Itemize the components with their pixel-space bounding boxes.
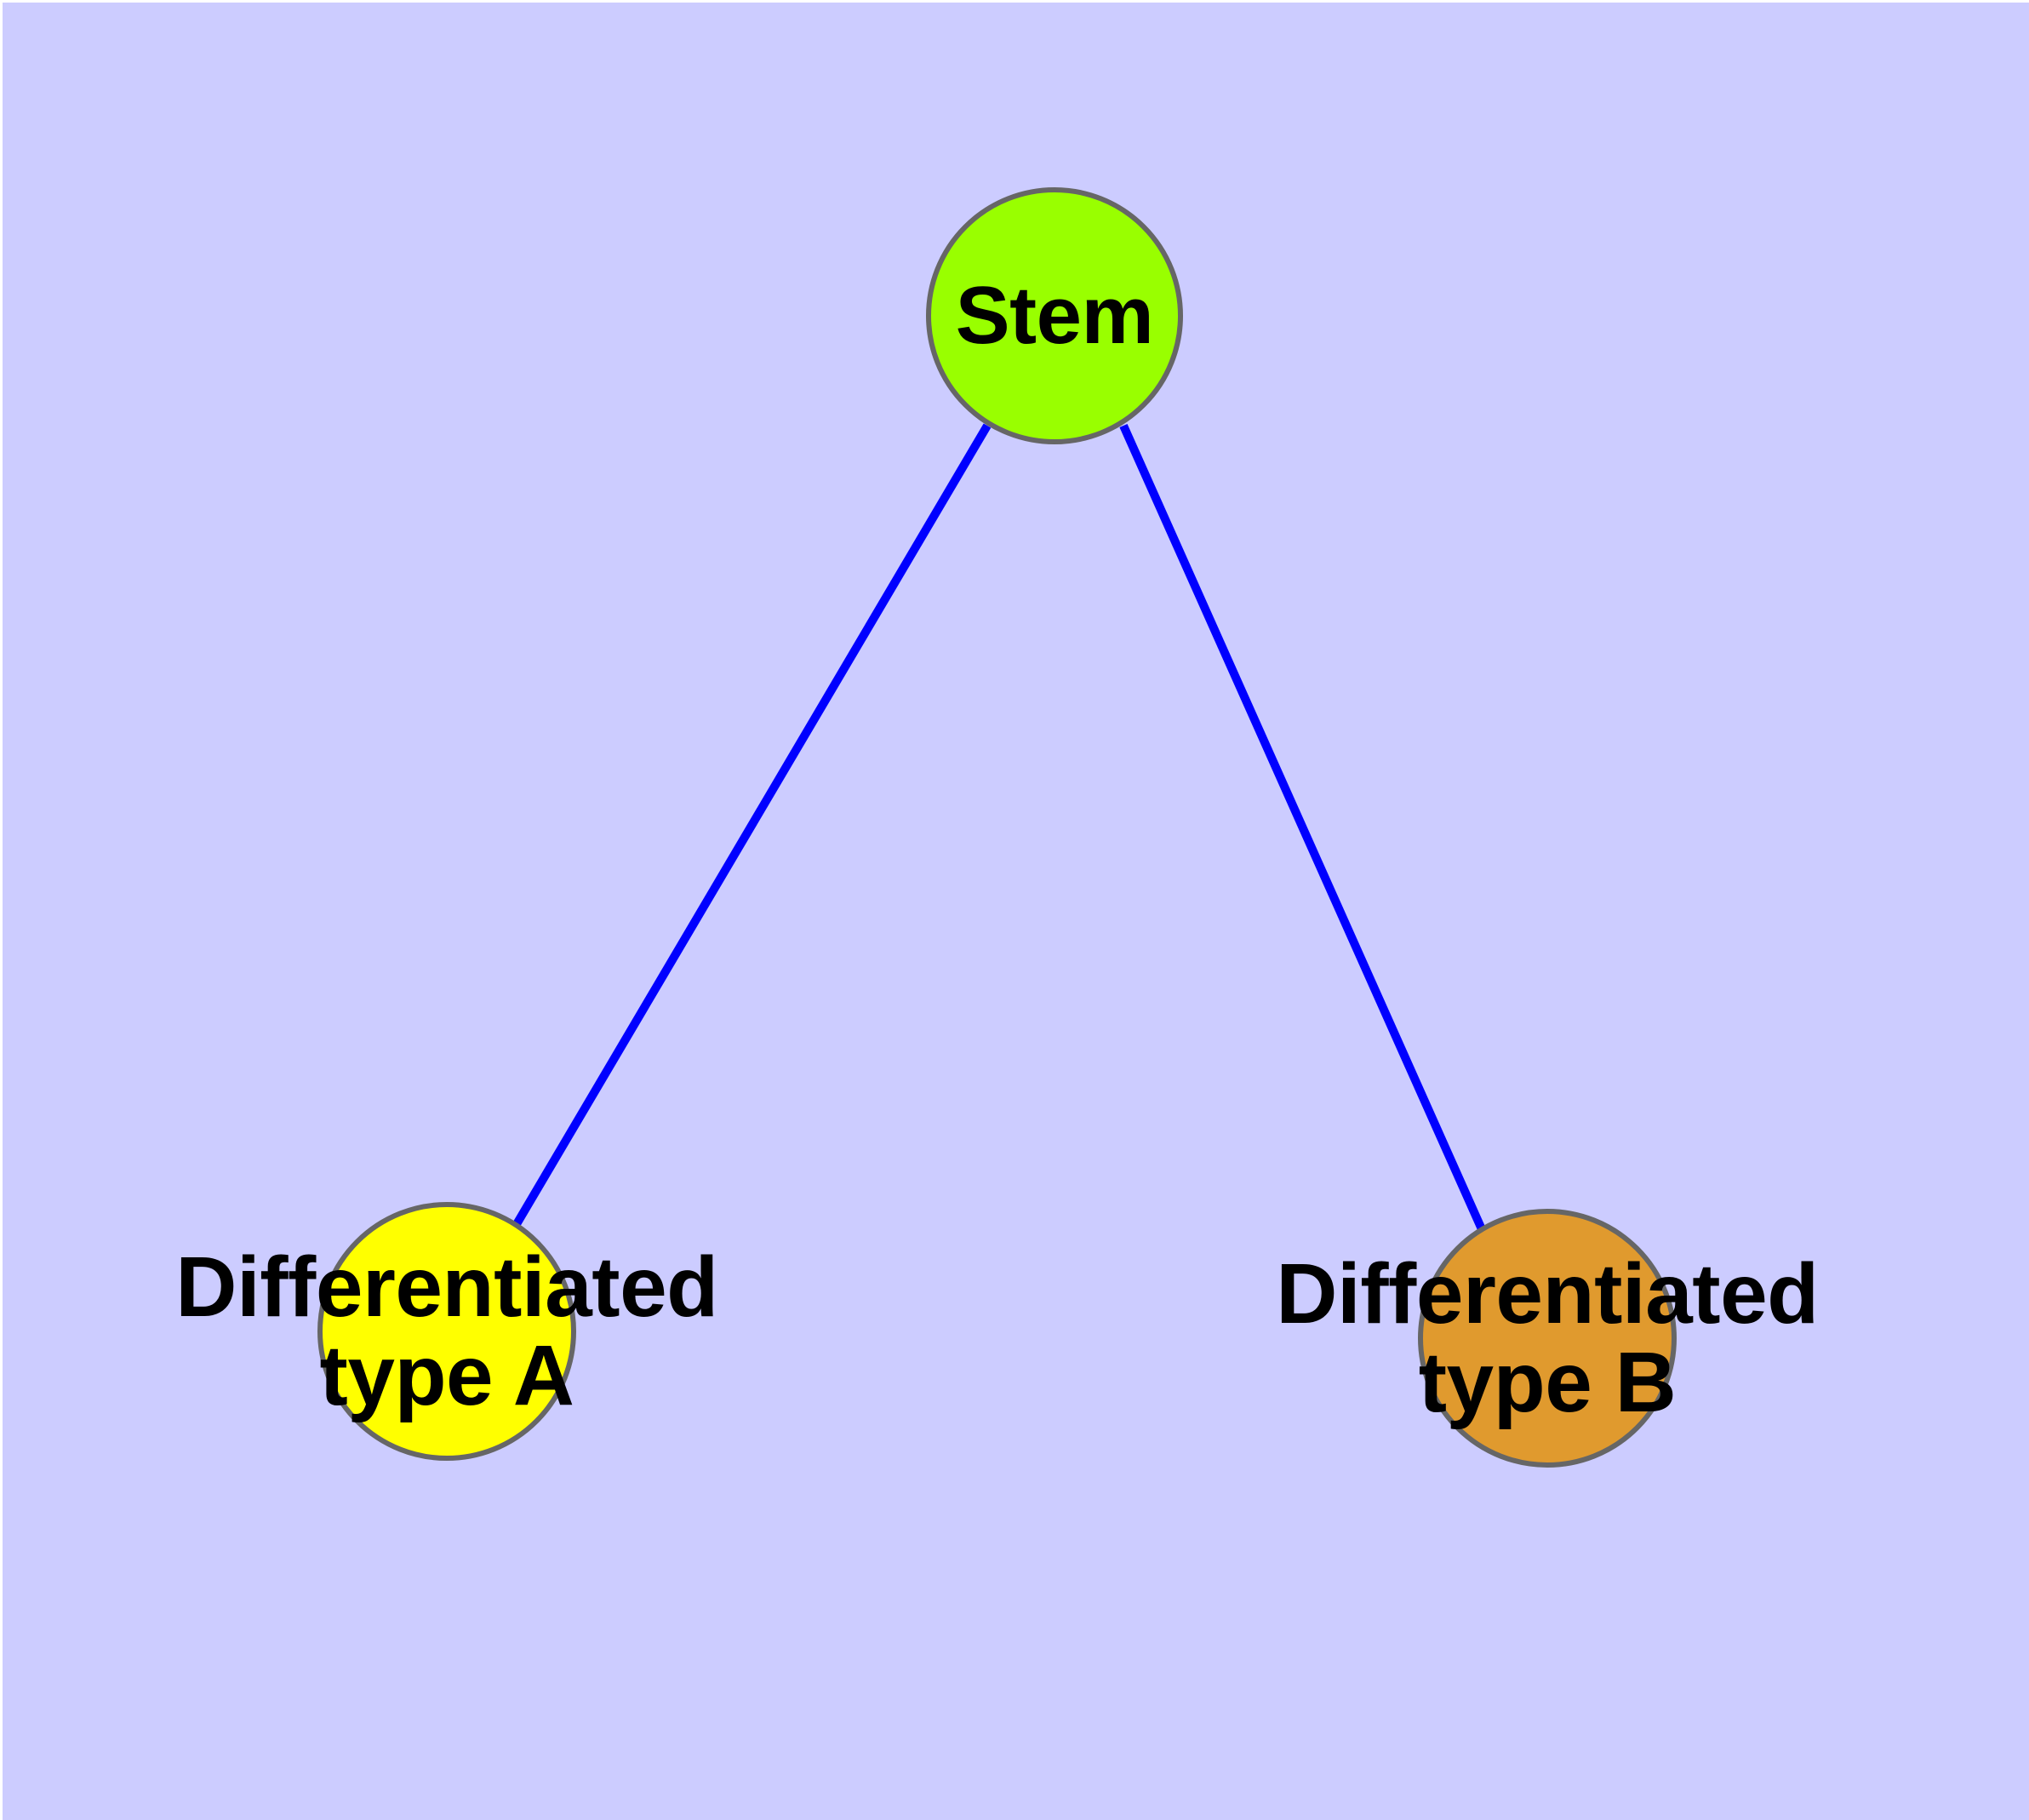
edge-stem-to-diff-b[interactable]: [1119, 423, 1486, 1232]
node-layer: [317, 187, 1677, 1468]
node-stem[interactable]: [926, 187, 1183, 444]
node-diff-a[interactable]: [317, 1202, 576, 1461]
node-diff-b[interactable]: [1418, 1209, 1677, 1468]
edge-stem-to-diff-a[interactable]: [512, 423, 992, 1227]
graph-svg: [317, 187, 1677, 1468]
edge-layer: [512, 423, 1486, 1232]
